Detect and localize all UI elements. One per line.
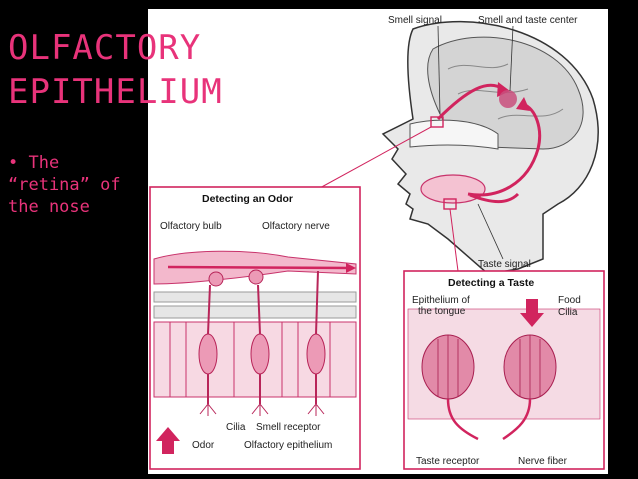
odor-panel: [149, 186, 361, 470]
label-olfactory-bulb: Olfactory bulb: [160, 221, 222, 232]
label-taste-signal: Taste signal: [478, 259, 531, 270]
label-smell-receptor: Smell receptor: [256, 422, 321, 433]
label-nerve-fiber: Nerve fiber: [518, 456, 568, 467]
olfaction-taste-diagram: Smell signal Smell and taste center Tast…: [148, 9, 608, 474]
label-odor: Odor: [192, 440, 215, 451]
label-smell-taste-center: Smell and taste center: [478, 15, 578, 26]
odor-panel-heading: Detecting an Odor: [202, 193, 293, 205]
title-line-1: OLFACTORY: [8, 28, 202, 68]
label-taste-receptor: Taste receptor: [416, 456, 480, 467]
bullet-line-1: • The: [8, 153, 60, 173]
taste-panel: [403, 270, 605, 470]
title-line-2: EPITHELIUM: [8, 72, 223, 112]
bullet-line-2: “retina” of: [8, 175, 121, 195]
label-smell-signal: Smell signal: [388, 15, 442, 26]
label-epithelium-line2: the tongue: [418, 306, 466, 317]
head-illustration: [317, 20, 599, 275]
label-food: Food: [558, 295, 581, 306]
label-olfactory-nerve: Olfactory nerve: [262, 221, 330, 232]
label-olfactory-epithelium: Olfactory epithelium: [244, 440, 332, 451]
label-cilia: Cilia: [226, 422, 246, 433]
bullet-line-3: the nose: [8, 197, 90, 217]
diagram-svg: Smell signal Smell and taste center Tast…: [149, 15, 605, 470]
label-taste-cilia: Cilia: [558, 307, 578, 318]
label-epithelium-line1: Epithelium of: [412, 295, 470, 306]
bullet-text: • The “retina” of the nose: [8, 152, 158, 218]
slide-title: OLFACTORY EPITHELIUM: [8, 26, 223, 114]
taste-panel-heading: Detecting a Taste: [448, 277, 534, 289]
